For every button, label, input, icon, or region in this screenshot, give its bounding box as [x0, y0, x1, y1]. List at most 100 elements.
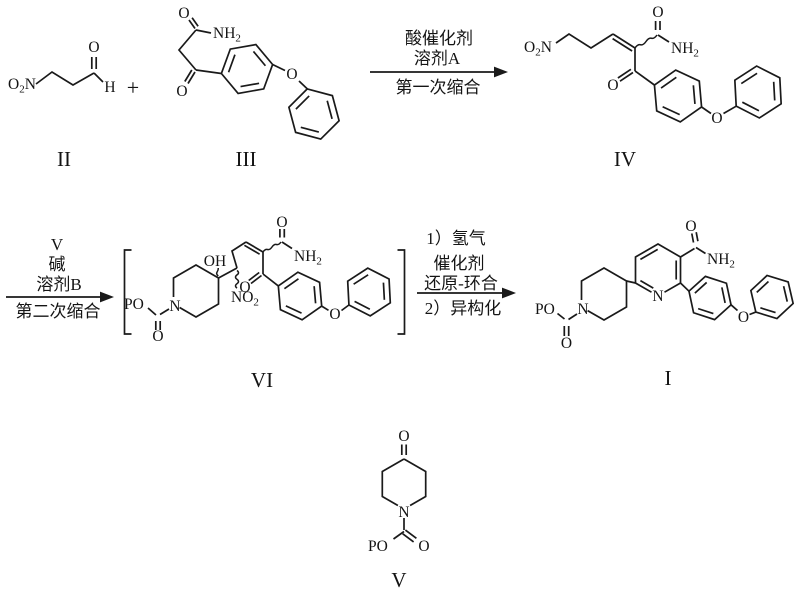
- bond: [272, 63, 286, 72]
- oxygen-label: O: [88, 39, 99, 56]
- carbamate-double-bond: [563, 326, 570, 336]
- oxygen-label: O: [239, 279, 250, 296]
- amide-double-bond: [690, 232, 699, 243]
- nitrogen-label: N: [398, 504, 409, 521]
- bond: [231, 241, 247, 269]
- amide-group-label: NH2: [213, 25, 241, 45]
- arrow-head: [100, 291, 114, 303]
- compound-v-structure: O N PO O V: [368, 428, 430, 592]
- amide-double-bond: [188, 17, 199, 29]
- bond: [723, 105, 737, 115]
- reagent-text: 溶剂B: [36, 275, 81, 294]
- nitrogen-label: N: [577, 301, 588, 318]
- reagent-text: 还原-环合: [424, 274, 498, 293]
- protecting-group-label: PO: [124, 296, 144, 313]
- compound-iv-label: IV: [614, 147, 636, 171]
- reagent-text: 溶剂A: [414, 49, 461, 68]
- nitro-group-label: NO2: [231, 289, 259, 309]
- ketone-double-bond: [617, 68, 634, 82]
- oxygen-label: O: [398, 428, 409, 445]
- bond: [218, 267, 238, 279]
- bond: [159, 308, 170, 316]
- oxygen-label: O: [418, 538, 429, 555]
- bond: [679, 282, 690, 292]
- amide-double-bond: [654, 21, 661, 30]
- arrow-head: [502, 287, 516, 299]
- amide-double-bond: [279, 229, 286, 238]
- protecting-group-label: PO: [535, 301, 555, 318]
- pyridine-inner-double-bonds: [639, 248, 678, 289]
- compound-i-structure: PO O N N O NH2 O I: [535, 218, 800, 390]
- compound-iv-structure: O2N O NH2 O O IV: [524, 4, 793, 171]
- wavy-bond: [634, 34, 658, 49]
- wavy-bond: [262, 241, 282, 253]
- bond: [701, 106, 712, 115]
- amide-group-label: NH2: [294, 248, 322, 268]
- nitro-group-label: O2N: [524, 39, 552, 59]
- bond: [657, 34, 670, 43]
- reaction-arrow-2: V 碱 溶剂B 第二次缩合: [6, 235, 114, 321]
- oxygen-label: O: [178, 5, 189, 22]
- bond: [340, 304, 350, 312]
- bond: [680, 247, 695, 258]
- reagent-text: 碱: [49, 255, 66, 274]
- ketone-double-bond: [184, 69, 196, 84]
- nitro-group-label: O2N: [8, 76, 36, 96]
- bond: [393, 530, 405, 540]
- reaction-arrow-1: 酸催化剂 溶剂A 第一次缩合: [370, 29, 508, 97]
- oxygen-label: O: [607, 77, 618, 94]
- bond: [695, 246, 706, 255]
- compound-ii-structure: O2N O H II: [8, 39, 116, 171]
- bond: [556, 312, 566, 320]
- wavy-bond-no2: [234, 269, 240, 289]
- alkene-double-bond: [612, 33, 636, 52]
- reagent-text: 催化剂: [434, 254, 485, 273]
- compound-iii-structure: O NH2 O O III: [176, 5, 344, 171]
- ether-oxygen-label: O: [329, 306, 340, 323]
- bond: [195, 69, 222, 75]
- compound-vi-label: VI: [251, 368, 273, 392]
- protecting-group-label: PO: [368, 538, 388, 555]
- reagent-text: 1）氢气: [426, 229, 486, 248]
- bracket-left: [123, 249, 132, 335]
- amide-group-label: NH2: [707, 251, 735, 271]
- ketone-double-bond: [400, 444, 408, 455]
- bond: [555, 32, 614, 50]
- oxygen-label: O: [652, 4, 663, 21]
- bond: [730, 304, 739, 312]
- oxygen-label: O: [276, 214, 287, 231]
- oxygen-label: O: [561, 335, 572, 352]
- reagent-text: V: [51, 235, 64, 254]
- bond: [634, 70, 655, 86]
- bond: [568, 313, 578, 321]
- reagent-text: 2）异构化: [425, 299, 502, 318]
- intermediate-brackets: [123, 249, 406, 335]
- oxygen-label: O: [176, 83, 187, 100]
- carbamate-double-bond: [154, 321, 162, 330]
- compound-v-label: V: [391, 568, 406, 592]
- reagent-text: 酸催化剂: [405, 29, 473, 48]
- bond: [626, 280, 636, 284]
- bond: [281, 241, 293, 250]
- bracket-right: [397, 249, 406, 335]
- bond: [177, 29, 197, 71]
- oxygen-label: O: [685, 218, 696, 235]
- compound-i-label: I: [665, 366, 672, 390]
- aldehyde-double-bond: [90, 57, 98, 69]
- oxygen-label: O: [152, 328, 163, 345]
- bond: [147, 307, 157, 316]
- compound-ii-label: II: [57, 147, 71, 171]
- compound-iii-label: III: [236, 147, 257, 171]
- bond: [35, 70, 95, 86]
- hydroxyl-label: OH: [204, 253, 226, 270]
- bond: [298, 80, 308, 90]
- ether-oxygen-label: O: [738, 309, 749, 326]
- arrow-head: [494, 66, 508, 78]
- compound-vi-structure: PO O N OH NO2 O NH2 O O VI: [124, 214, 402, 392]
- hydrogen-label: H: [104, 79, 115, 96]
- ketone-double-bond: [248, 271, 263, 285]
- reagent-text: 第一次缩合: [396, 78, 481, 97]
